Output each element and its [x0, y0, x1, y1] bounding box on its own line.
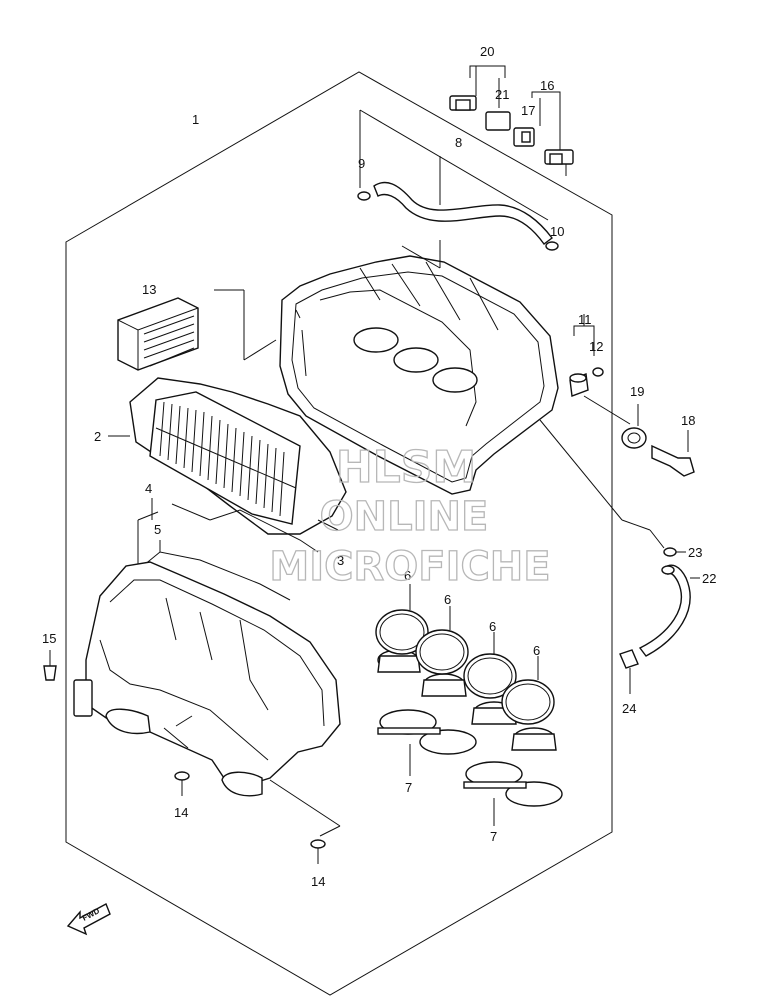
callout-20: 20	[480, 44, 494, 59]
callout-6-b: 6	[444, 592, 451, 607]
clip-15	[43, 650, 57, 681]
callout-3: 3	[337, 553, 344, 568]
callout-19: 19	[630, 384, 644, 399]
callout-22: 22	[702, 571, 716, 586]
callout-9: 9	[358, 156, 365, 171]
callout-6-a: 6	[404, 568, 411, 583]
callout-1: 1	[192, 112, 199, 127]
callout-12: 12	[589, 339, 603, 354]
assembly-boundary-outline	[65, 71, 613, 996]
callout-15: 15	[42, 631, 56, 646]
case-seal	[137, 498, 319, 601]
callout-16: 16	[540, 78, 554, 93]
drain-hardware	[539, 314, 700, 694]
callout-10: 10	[550, 224, 564, 239]
fwd-arrow-badge: FWD	[66, 903, 111, 936]
callout-2: 2	[94, 429, 101, 444]
sensor-group-top	[449, 65, 574, 176]
callout-11: 11	[578, 312, 592, 327]
callout-17: 17	[521, 103, 535, 118]
callout-7-b: 7	[490, 829, 497, 844]
watermark-line-1: HLSM	[336, 442, 476, 493]
callout-14-b: 14	[311, 874, 325, 889]
callout-6-c: 6	[489, 619, 496, 634]
callout-6-d: 6	[533, 643, 540, 658]
callout-24: 24	[622, 701, 636, 716]
breather-hose	[357, 109, 559, 251]
intake-funnels	[375, 584, 557, 751]
air-filter-element	[108, 377, 347, 535]
watermark-line-2: ONLINE	[320, 494, 489, 540]
screw-14-left	[174, 771, 190, 796]
callout-7-a: 7	[405, 780, 412, 795]
callout-labels: 1 2 3 4 5 6 6 6 6 7 7 8 9 10 11 12 13 14…	[42, 44, 716, 889]
watermark-line-3: MICROFICHE	[269, 544, 550, 590]
funnel-clamps	[377, 709, 563, 826]
callout-14-a: 14	[174, 805, 188, 820]
callout-4: 4	[145, 481, 152, 496]
screw-14-right	[310, 839, 326, 864]
callout-21: 21	[495, 87, 509, 102]
callout-18: 18	[681, 413, 695, 428]
watermark: HLSM ONLINE MICROFICHE	[269, 441, 552, 590]
air-cleaner-case-upper	[214, 240, 559, 495]
callout-8: 8	[455, 135, 462, 150]
callout-13: 13	[142, 282, 156, 297]
air-cleaner-case-lower	[73, 561, 341, 837]
callout-23: 23	[688, 545, 702, 560]
callout-5: 5	[154, 522, 161, 537]
small-filter-element	[117, 297, 199, 371]
